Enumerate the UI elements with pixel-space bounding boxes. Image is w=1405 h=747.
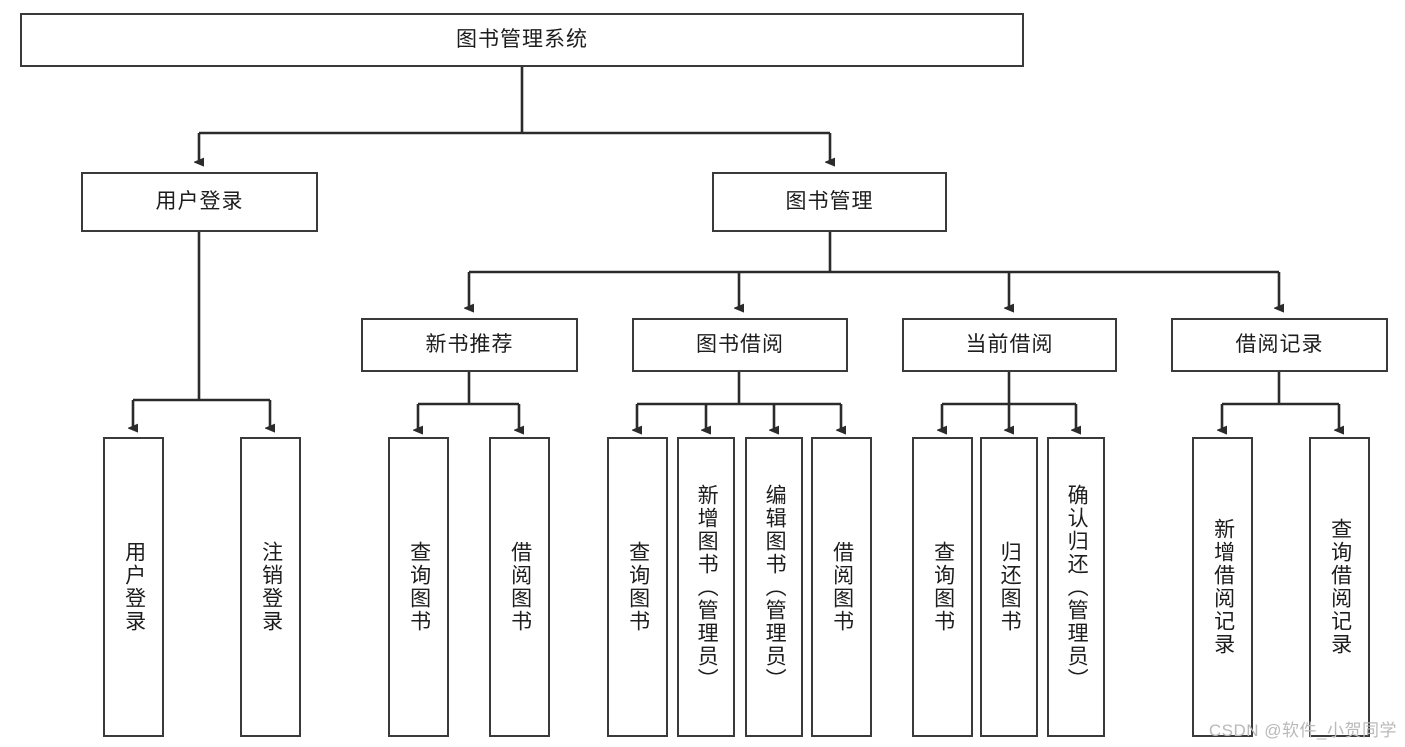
node-leaf-edit-book[interactable]: 编辑图书（管理员） (745, 437, 803, 737)
node-book-manage-label: 图书管理 (785, 190, 874, 214)
node-new-book-recommend[interactable]: 新书推荐 (361, 318, 578, 372)
node-root[interactable]: 图书管理系统 (20, 13, 1024, 67)
node-leaf-return-book[interactable]: 归还图书 (980, 437, 1038, 737)
node-leaf-query-book-1[interactable]: 查询图书 (388, 437, 449, 737)
node-leaf-edit-book-label: 编辑图书（管理员） (763, 483, 787, 691)
node-leaf-add-book-label: 新增图书（管理员） (695, 483, 719, 691)
csdn-watermark: CSDN @软件_小贺同学 (1208, 721, 1397, 740)
node-user-login[interactable]: 用户登录 (81, 172, 318, 232)
node-leaf-confirm-return-label: 确认归还（管理员） (1065, 483, 1089, 691)
node-book-manage[interactable]: 图书管理 (712, 172, 947, 232)
node-leaf-query-record[interactable]: 查询借阅记录 (1309, 437, 1370, 737)
node-borrow-record[interactable]: 借阅记录 (1171, 318, 1388, 372)
node-leaf-add-record[interactable]: 新增借阅记录 (1192, 437, 1253, 737)
node-new-book-recommend-label: 新书推荐 (425, 333, 514, 357)
node-leaf-return-book-label: 归还图书 (998, 541, 1022, 633)
node-current-borrow-label: 当前借阅 (965, 333, 1054, 357)
node-leaf-query-book-1-label: 查询图书 (407, 541, 431, 633)
node-leaf-logout[interactable]: 注销登录 (240, 437, 301, 737)
node-leaf-borrow-book-2-label: 借阅图书 (830, 541, 854, 633)
node-current-borrow[interactable]: 当前借阅 (902, 318, 1117, 372)
node-book-borrow-label: 图书借阅 (696, 333, 784, 357)
node-leaf-borrow-book-2[interactable]: 借阅图书 (811, 437, 872, 737)
node-leaf-query-book-3-label: 查询图书 (931, 541, 955, 633)
node-leaf-user-login[interactable]: 用户登录 (103, 437, 164, 737)
node-leaf-borrow-book-1-label: 借阅图书 (508, 541, 532, 633)
node-leaf-user-login-label: 用户登录 (122, 541, 146, 633)
node-user-login-label: 用户登录 (155, 190, 244, 214)
node-leaf-borrow-book-1[interactable]: 借阅图书 (489, 437, 550, 737)
node-book-borrow[interactable]: 图书借阅 (632, 318, 848, 372)
node-leaf-query-book-2-label: 查询图书 (626, 541, 650, 633)
node-leaf-confirm-return[interactable]: 确认归还（管理员） (1047, 437, 1105, 737)
node-leaf-query-book-3[interactable]: 查询图书 (912, 437, 973, 737)
node-leaf-add-book[interactable]: 新增图书（管理员） (677, 437, 735, 737)
node-leaf-query-book-2[interactable]: 查询图书 (607, 437, 668, 737)
node-leaf-logout-label: 注销登录 (259, 541, 283, 633)
node-leaf-query-record-label: 查询借阅记录 (1328, 518, 1352, 656)
node-root-label: 图书管理系统 (456, 28, 588, 52)
node-leaf-add-record-label: 新增借阅记录 (1211, 518, 1235, 656)
node-borrow-record-label: 借阅记录 (1235, 333, 1324, 357)
